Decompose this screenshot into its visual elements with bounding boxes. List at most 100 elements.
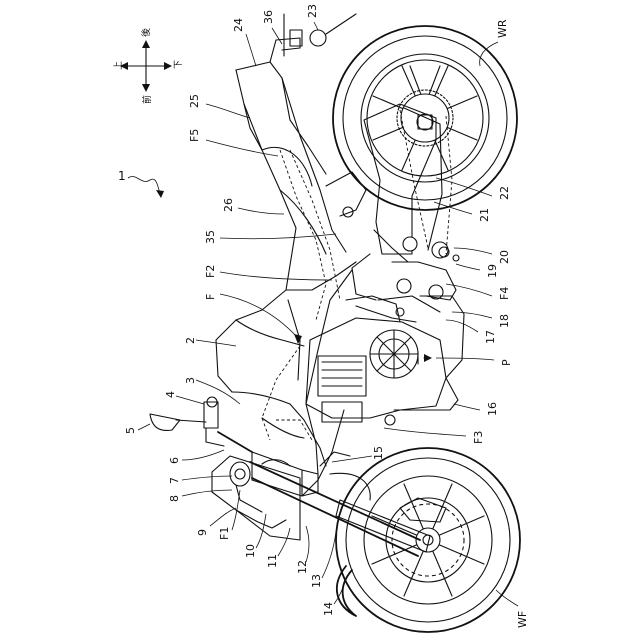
frame-hidden-line-3 [262,346,300,440]
handlebar-mirror [150,397,252,452]
callout-14: 14 [322,602,335,616]
leader-26 [238,208,284,214]
compass-arrowhead-rear [142,40,150,48]
callout-15: 15 [372,446,385,460]
rear-linkage [392,262,456,300]
handlebar [218,432,252,452]
compass-arrowhead-front [142,84,150,92]
gearbox-top [378,296,440,312]
cylinder-fins [322,362,362,386]
callout-10: 10 [244,544,257,558]
link-pivot-3 [396,308,404,316]
leader-17 [446,320,478,332]
callout-13: 13 [310,574,323,588]
link-pivot-2 [429,285,443,299]
arrow-P [424,354,432,362]
leader-F3 [384,428,466,436]
tail-cowl-lower [236,70,262,150]
brake-pedal-pivot [453,255,459,261]
front-fender-upper [330,473,370,500]
leader-9 [210,508,236,526]
leader-P [436,358,494,360]
callout-16: 16 [486,402,499,416]
callout-21: 21 [478,208,491,222]
callout-WR: WR [496,19,509,38]
callout-11: 11 [266,554,279,568]
callout-4: 4 [164,391,177,398]
leader-4 [176,396,204,404]
tail-light-bracket [270,38,300,62]
front-brake-caliper [400,498,446,522]
leader-19 [456,264,480,270]
engine-cover-ribs [370,330,418,378]
callout-20: 20 [498,250,511,264]
seat-frame-line [282,78,346,252]
shock-mount [326,172,366,216]
callout-17: 17 [484,330,497,344]
subframe-link [352,254,376,300]
callout-26: 26 [222,198,235,212]
swingarm-pivot [403,237,417,251]
compass-arrowhead-down [164,62,172,70]
front-fork [250,462,430,616]
callout-9: 9 [196,529,209,536]
leader-12 [306,526,309,562]
leader-10 [256,514,266,548]
callout-5: 5 [124,427,137,434]
callout-24: 24 [232,18,245,32]
leader-F [220,294,298,338]
lower-link [356,306,416,322]
callout-36: 36 [262,10,275,24]
callout-F1: F1 [218,527,231,540]
compass-label-rear: 後 [140,28,152,37]
leader-24 [246,34,256,66]
leader-18 [452,312,492,318]
callout-6: 6 [168,457,181,464]
callout-23: 23 [306,4,319,18]
exhaust-pipe [394,378,458,410]
tank-rear-edge [286,262,356,290]
leader-6 [182,450,224,460]
callout-P: P [500,359,513,366]
callout-F5: F5 [188,129,201,142]
drive-chain-lower [446,116,452,254]
leader-23 [314,22,318,30]
callout-F: F [204,294,217,300]
headlight-lens [230,462,250,486]
figure-ref-leader [128,176,160,194]
callout-WF: WF [516,611,529,628]
callout-3: 3 [184,377,197,384]
frame-hidden-line-1 [280,150,326,320]
leader-13 [322,532,336,578]
leader-7 [182,476,232,480]
figure-ref-arrowhead [156,190,164,198]
callout-22: 22 [498,186,511,200]
figure-ref-label: 1 [118,169,126,183]
callout-19: 19 [486,264,499,278]
callout-F4: F4 [498,287,511,300]
compass-label-up: 上 [113,61,124,70]
link-pivot-1 [397,279,411,293]
callout-8: 8 [168,495,181,502]
arrow-F [294,334,302,344]
seat-edge [280,190,326,254]
leader-22 [436,178,492,196]
cowl-edge [236,510,286,528]
callout-35: 35 [204,230,217,244]
frame-head-pipe [306,404,318,474]
mirror-head [150,414,180,430]
leader-F2 [220,272,332,280]
callout-18: 18 [498,314,511,328]
callout-7: 7 [168,477,181,484]
steering-damper [320,452,350,466]
figure-reference: 1 [118,169,164,198]
leader-36 [272,28,282,44]
turn-signal-rear [310,30,326,46]
callout-25: 25 [188,94,201,108]
engine-mount [385,415,395,425]
exhaust-header [420,296,464,378]
leader-25 [206,104,250,118]
turn-signal-stalk [326,14,356,34]
